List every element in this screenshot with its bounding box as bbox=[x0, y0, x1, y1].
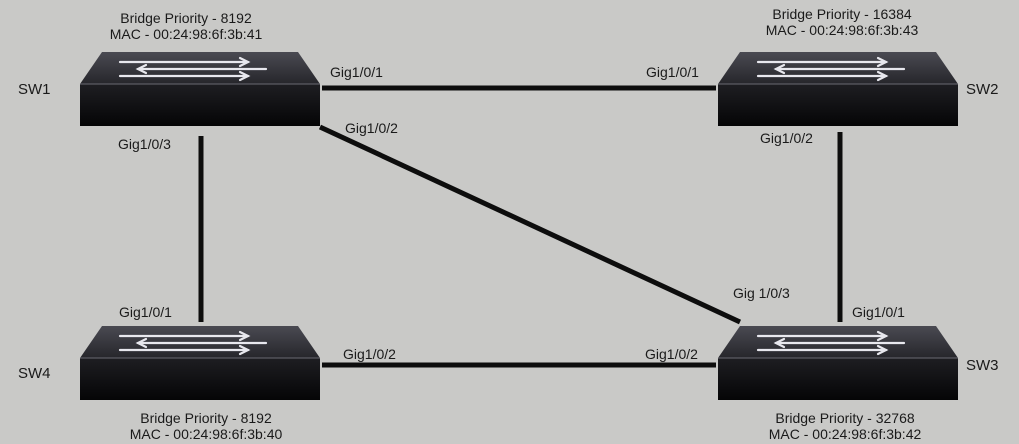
port-label-sw4-gig1-0-2: Gig1/0/2 bbox=[343, 346, 396, 362]
port-label-sw3-gig1-0-2: Gig1/0/2 bbox=[645, 346, 698, 362]
sw1-name: SW1 bbox=[18, 81, 51, 98]
port-label-sw1-gig1-0-2: Gig1/0/2 bbox=[345, 120, 398, 136]
sw2-priority: Bridge Priority - 16384 bbox=[772, 6, 912, 22]
sw4-mac: MAC - 00:24:98:6f:3b:40 bbox=[129, 426, 283, 442]
port-label-sw2-gig1-0-2: Gig1/0/2 bbox=[760, 130, 813, 146]
switch-sw2-icon[interactable] bbox=[716, 50, 960, 128]
sw3-priority: Bridge Priority - 32768 bbox=[775, 410, 915, 426]
switch-sw1-icon[interactable] bbox=[78, 50, 322, 128]
port-label-sw1-gig1-0-3: Gig1/0/3 bbox=[118, 136, 171, 152]
switch-sw3-icon[interactable] bbox=[716, 324, 960, 402]
sw3-mac: MAC - 00:24:98:6f:3b:42 bbox=[768, 426, 922, 442]
sw4-name: SW4 bbox=[18, 365, 51, 382]
sw2-mac: MAC - 00:24:98:6f:3b:43 bbox=[765, 22, 919, 38]
link-sw1-sw3 bbox=[318, 124, 742, 325]
sw2-name: SW2 bbox=[966, 81, 999, 98]
port-label-sw1-gig1-0-1: Gig1/0/1 bbox=[330, 64, 383, 80]
sw1-priority: Bridge Priority - 8192 bbox=[120, 10, 252, 26]
port-label-sw4-gig1-0-1: Gig1/0/1 bbox=[119, 304, 172, 320]
sw3-name: SW3 bbox=[966, 357, 999, 374]
sw1-mac: MAC - 00:24:98:6f:3b:41 bbox=[109, 26, 263, 42]
port-label-sw3-gig1-0-3: Gig 1/0/3 bbox=[733, 285, 790, 301]
port-label-sw3-gig1-0-1: Gig1/0/1 bbox=[852, 304, 905, 320]
switch-sw4-icon[interactable] bbox=[78, 324, 322, 402]
port-label-sw2-gig1-0-1: Gig1/0/1 bbox=[646, 64, 699, 80]
sw4-priority: Bridge Priority - 8192 bbox=[140, 410, 272, 426]
